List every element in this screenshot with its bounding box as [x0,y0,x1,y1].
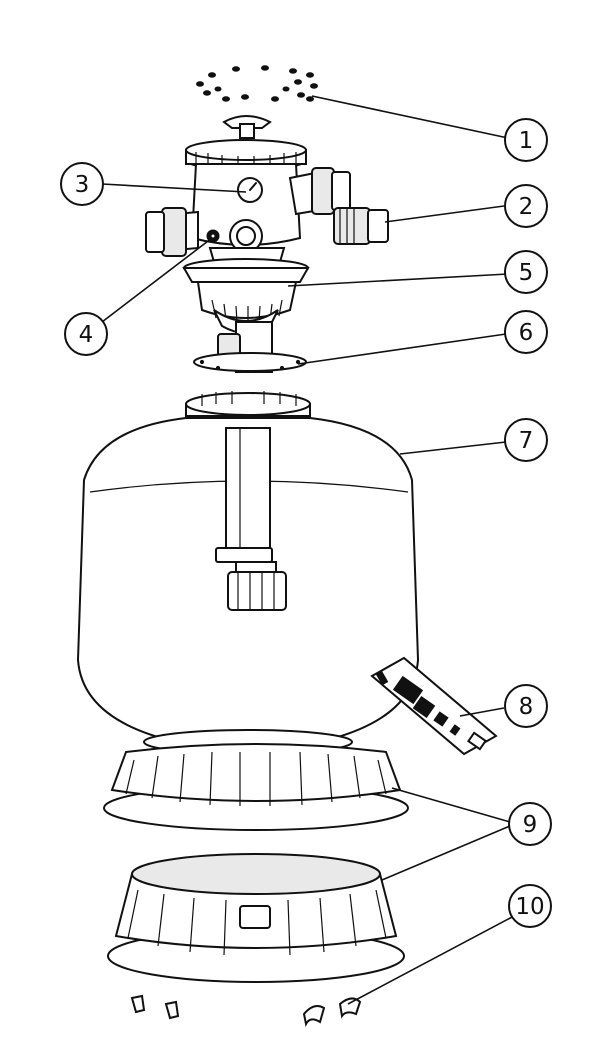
callout-5-label: 5 [519,260,534,286]
callout-10-label: 10 [515,894,544,920]
callout-6: 6 [504,310,548,354]
part-10-clips [130,994,362,1028]
callout-1-label: 1 [519,128,534,154]
callout-1: 1 [504,118,548,162]
callout-3: 3 [60,162,104,206]
callout-10: 10 [508,884,552,928]
callout-2-label: 2 [519,194,534,220]
part-6-gasket [193,321,307,373]
callout-9: 9 [508,802,552,846]
leader-lines [101,95,515,1005]
callout-6-label: 6 [519,320,534,346]
callout-8-label: 8 [519,694,534,720]
part-1-screws [196,65,318,102]
part-9-tank-base [103,743,409,983]
callout-8: 8 [504,684,548,728]
callout-3-label: 3 [75,172,90,198]
callout-9-label: 9 [523,812,538,838]
callout-7-label: 7 [519,428,534,454]
callout-4-label: 4 [79,322,94,348]
callout-2: 2 [504,184,548,228]
callout-5: 5 [504,250,548,294]
part-8-drain-kit [370,656,498,756]
callout-4: 4 [64,312,108,356]
part-3-multiport-valve [145,115,389,263]
callout-7: 7 [504,418,548,462]
part-7-tank [76,391,420,755]
